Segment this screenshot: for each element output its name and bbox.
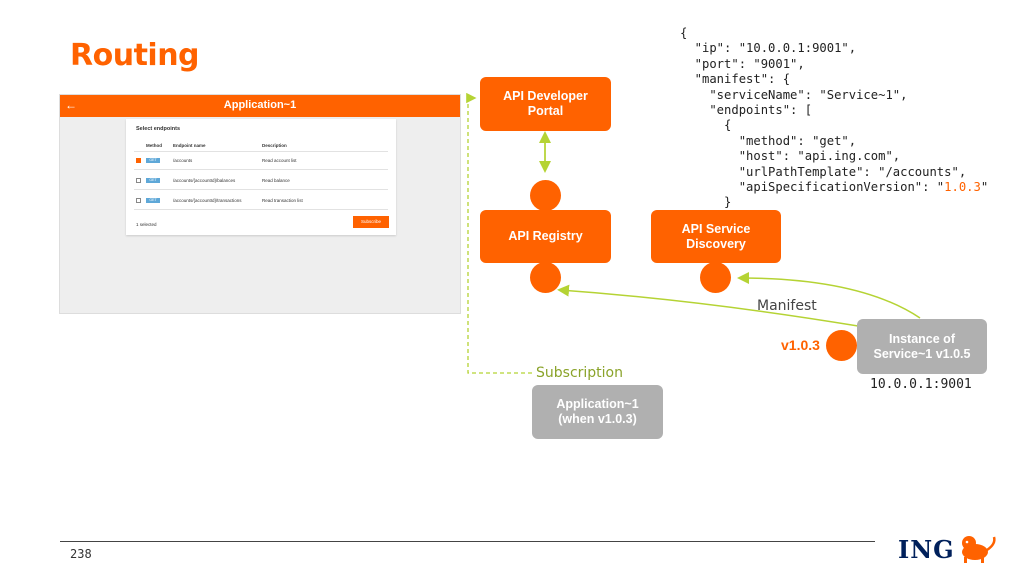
page-title: Routing — [70, 38, 200, 73]
discovery-connector — [700, 262, 731, 293]
json-line: { — [680, 26, 688, 40]
divider — [134, 169, 388, 170]
api-service-discovery-box: API Service Discovery — [651, 210, 781, 263]
manifest-json: { "ip": "10.0.0.1:9001", "port": "9001",… — [680, 26, 988, 211]
subscription-label: Subscription — [536, 365, 623, 381]
method-badge: GET — [146, 198, 160, 203]
divider — [134, 209, 388, 210]
json-line: "method": "get", — [680, 133, 857, 148]
instance-address: 10.0.0.1:9001 — [870, 377, 972, 392]
json-line: "host": "api.ing.com", — [680, 149, 901, 164]
json-line-tail: " — [980, 180, 989, 195]
divider — [134, 189, 388, 190]
api-developer-portal-box: API Developer Portal — [480, 77, 611, 131]
json-line: "ip": "10.0.0.1:9001", — [680, 41, 857, 56]
json-version-highlight: 1.0.3 — [944, 180, 981, 195]
app-header: ← Application~1 — [60, 95, 460, 117]
endpoint-name: /accounts/{accountId}/transactions — [173, 198, 242, 203]
column-header-method: Method — [146, 143, 162, 148]
row-checkbox[interactable] — [136, 158, 141, 163]
card-title: Select endpoints — [136, 126, 181, 132]
version-label: v1.0.3 — [781, 337, 820, 353]
endpoint-name: /accounts/{accountId}/balances — [173, 178, 236, 183]
selection-count: 1 selected — [136, 222, 157, 227]
subscription-arrow — [466, 92, 532, 374]
manifest-arrow — [557, 284, 859, 327]
manifest-label: Manifest — [757, 298, 817, 314]
method-badge: GET — [146, 178, 160, 183]
json-line: "port": "9001", — [680, 56, 805, 71]
divider — [134, 151, 388, 152]
instance-to-discovery-arrow — [737, 272, 921, 319]
json-line: "apiSpecificationVersion": " — [680, 180, 945, 195]
back-arrow-icon[interactable]: ← — [65, 98, 77, 112]
service-instance-box: Instance of Service~1 v1.0.5 — [857, 319, 987, 374]
json-line: "serviceName": "Service~1", — [680, 87, 908, 102]
lion-icon — [962, 536, 996, 563]
application-box: Application~1 (when v1.0.3) — [532, 385, 663, 439]
endpoint-description: Read account list — [262, 158, 297, 163]
subscribe-button[interactable]: Subscribe — [353, 216, 389, 228]
row-checkbox[interactable] — [136, 198, 141, 203]
json-line: } — [680, 195, 732, 210]
json-line: "endpoints": [ — [680, 103, 813, 118]
app-title: Application~1 — [223, 99, 297, 111]
endpoint-name: /accounts — [173, 158, 193, 163]
registry-bottom-connector — [530, 262, 561, 293]
endpoint-description: Read balance — [262, 178, 290, 183]
row-checkbox[interactable] — [136, 178, 141, 183]
method-badge: GET — [146, 158, 160, 163]
registry-top-connector — [530, 180, 561, 211]
instance-connector — [826, 330, 857, 361]
column-header-description: Description — [262, 143, 287, 148]
json-line: "manifest": { — [680, 72, 791, 87]
json-line: "urlPathTemplate": "/accounts", — [680, 164, 967, 179]
api-registry-box: API Registry — [480, 210, 611, 263]
endpoint-description: Read transaction list — [262, 198, 303, 203]
app-screenshot: ← Application~1 Select endpoints Method … — [59, 94, 461, 314]
ing-logo: ING — [898, 534, 999, 564]
page-number: 238 — [70, 547, 92, 561]
endpoints-card: Select endpoints Method Endpoint name De… — [126, 119, 396, 235]
column-header-endpoint: Endpoint name — [173, 143, 206, 148]
logo-text: ING — [898, 535, 955, 564]
footer-divider — [60, 541, 875, 542]
json-line: { — [680, 118, 732, 133]
